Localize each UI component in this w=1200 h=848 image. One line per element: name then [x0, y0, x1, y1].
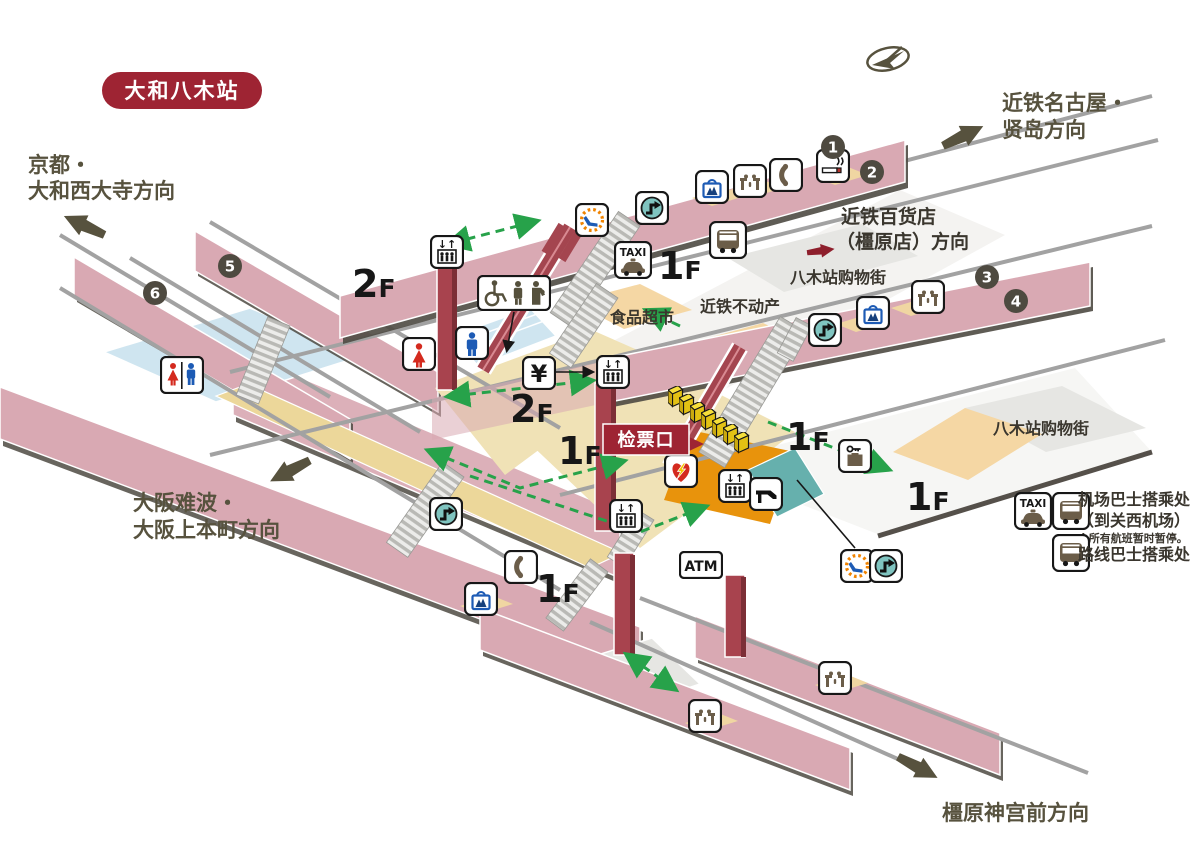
- phone-icon: [770, 159, 802, 191]
- direction-kyoto-2: 大和西大寺方向: [28, 179, 175, 203]
- svg-text:1F: 1F: [906, 475, 950, 519]
- shopping-street-area-right: [965, 386, 1146, 452]
- water-fountain-icon: [689, 700, 721, 732]
- platform-number-1: 1: [828, 139, 838, 157]
- escalator-icon: [541, 222, 583, 263]
- elevator-icon: [610, 500, 642, 532]
- svg-text:1F: 1F: [558, 429, 602, 473]
- direction-nagoya-1: 近铁名古屋・: [1002, 91, 1128, 115]
- aed-icon: [665, 455, 697, 487]
- station-badge-text: 大和八木站: [125, 79, 240, 103]
- direction-labels: 近铁名古屋・ 贤岛方向 京都・ 大和西大寺方向 大阪难波・ 大阪上本町方向 橿原…: [28, 91, 1128, 825]
- platform-number-4: 4: [1011, 293, 1021, 311]
- limited-express-ticket-icon: [841, 550, 873, 582]
- fare-adjustment-icon: [636, 192, 668, 224]
- legend-airport-bus-1: 机场巴士搭乘处: [1078, 490, 1191, 509]
- svg-text:2F: 2F: [510, 387, 554, 431]
- legend-airport-bus-2: （到关西机场）: [1078, 511, 1190, 530]
- pointer-lines: [502, 311, 856, 549]
- taxi-icon: [615, 242, 651, 278]
- platform-number-2: 2: [867, 164, 877, 182]
- legend-airport-bus-note: ※所有航班暂时暂停。: [1078, 531, 1188, 545]
- platform-numbers: 1 2 3 4 5 6: [143, 135, 1028, 313]
- bus-icon: [710, 222, 746, 258]
- atm-icon: [680, 552, 722, 578]
- ticket-machine-icon: [523, 357, 555, 389]
- ticket-gate-label: 检票口: [602, 423, 704, 456]
- svg-text:1F: 1F: [786, 415, 830, 459]
- column: [724, 574, 746, 658]
- kiosk-icon: [696, 171, 728, 203]
- route-arrows: [423, 213, 894, 693]
- womens-toilet-icon: [403, 338, 435, 370]
- area-labels: 八木站购物街 八木站购物街 近铁不动产 食品超市: [609, 268, 1089, 438]
- legend: 机场巴士搭乘处 （到关西机场） ※所有航班暂时暂停。 路线巴士搭乘处: [1015, 490, 1191, 571]
- fare-adjustment-icon: [430, 498, 462, 530]
- direction-kyoto-1: 京都・: [28, 153, 91, 177]
- limited-express-ticket-icon: [576, 204, 608, 236]
- fare-adjustment-icon: [870, 550, 902, 582]
- supermarket-label: 食品超市: [609, 308, 674, 327]
- column: [613, 552, 635, 656]
- phone-icon: [505, 551, 537, 583]
- arrow-southwest: [265, 451, 315, 492]
- taxi-icon: [1015, 493, 1051, 529]
- floor-right-edge: [877, 449, 1153, 539]
- accessible-toilet-icon: [478, 276, 550, 310]
- fare-adjustment-icon: [809, 314, 841, 346]
- platform-strip-e: [479, 606, 851, 792]
- station-badge: 大和八木站: [102, 72, 262, 109]
- direction-osaka-2: 大阪上本町方向: [133, 518, 280, 542]
- platform-number-3: 3: [982, 269, 992, 287]
- real-estate-label: 近铁不动产: [700, 297, 780, 316]
- water-fountain-icon: [912, 281, 944, 313]
- kiosk-icon: [465, 583, 497, 615]
- ticket-gate-text: 检票口: [618, 429, 675, 451]
- svg-text:1F: 1F: [658, 244, 702, 288]
- svg-text:1F: 1F: [536, 567, 580, 611]
- elevator-icon: [597, 356, 629, 388]
- platform-number-5: 5: [225, 258, 235, 276]
- elevator-icon: [719, 470, 751, 502]
- shopping-street-area-upper: [728, 224, 918, 292]
- legend-route-bus: 路线巴士搭乘处: [1078, 545, 1191, 564]
- shopping-street-label-upper: 八木站购物街: [789, 268, 886, 287]
- compass-plane-icon: [866, 46, 910, 72]
- platform-strip-f: [694, 614, 1001, 777]
- direction-kashihara: 橿原神宫前方向: [942, 801, 1089, 825]
- direction-osaka-1: 大阪难波・: [133, 491, 238, 515]
- direction-depstore-2: （橿原店）方向: [836, 230, 969, 253]
- water-fountain-icon: [819, 662, 851, 694]
- elevator-icon: [431, 236, 463, 268]
- restroom-icon: [161, 357, 203, 393]
- water-fountain-icon: [734, 165, 766, 197]
- service-counter-icon: [750, 478, 782, 510]
- svg-text:2F: 2F: [352, 262, 396, 306]
- tan-tile-right: [893, 408, 1042, 480]
- direction-depstore-1: 近铁百货店: [841, 205, 936, 228]
- direction-nagoya-2: 贤岛方向: [1002, 118, 1086, 142]
- shopping-street-label-right: 八木站购物街: [992, 419, 1089, 438]
- floor-labels: 2F 2F 1F 1F 1F 1F 1F: [352, 244, 950, 611]
- kiosk-icon: [857, 297, 889, 329]
- platform-number-6: 6: [150, 285, 160, 303]
- column: [436, 265, 457, 391]
- coin-locker-icon: [839, 440, 871, 472]
- mens-toilet-icon: [456, 327, 488, 359]
